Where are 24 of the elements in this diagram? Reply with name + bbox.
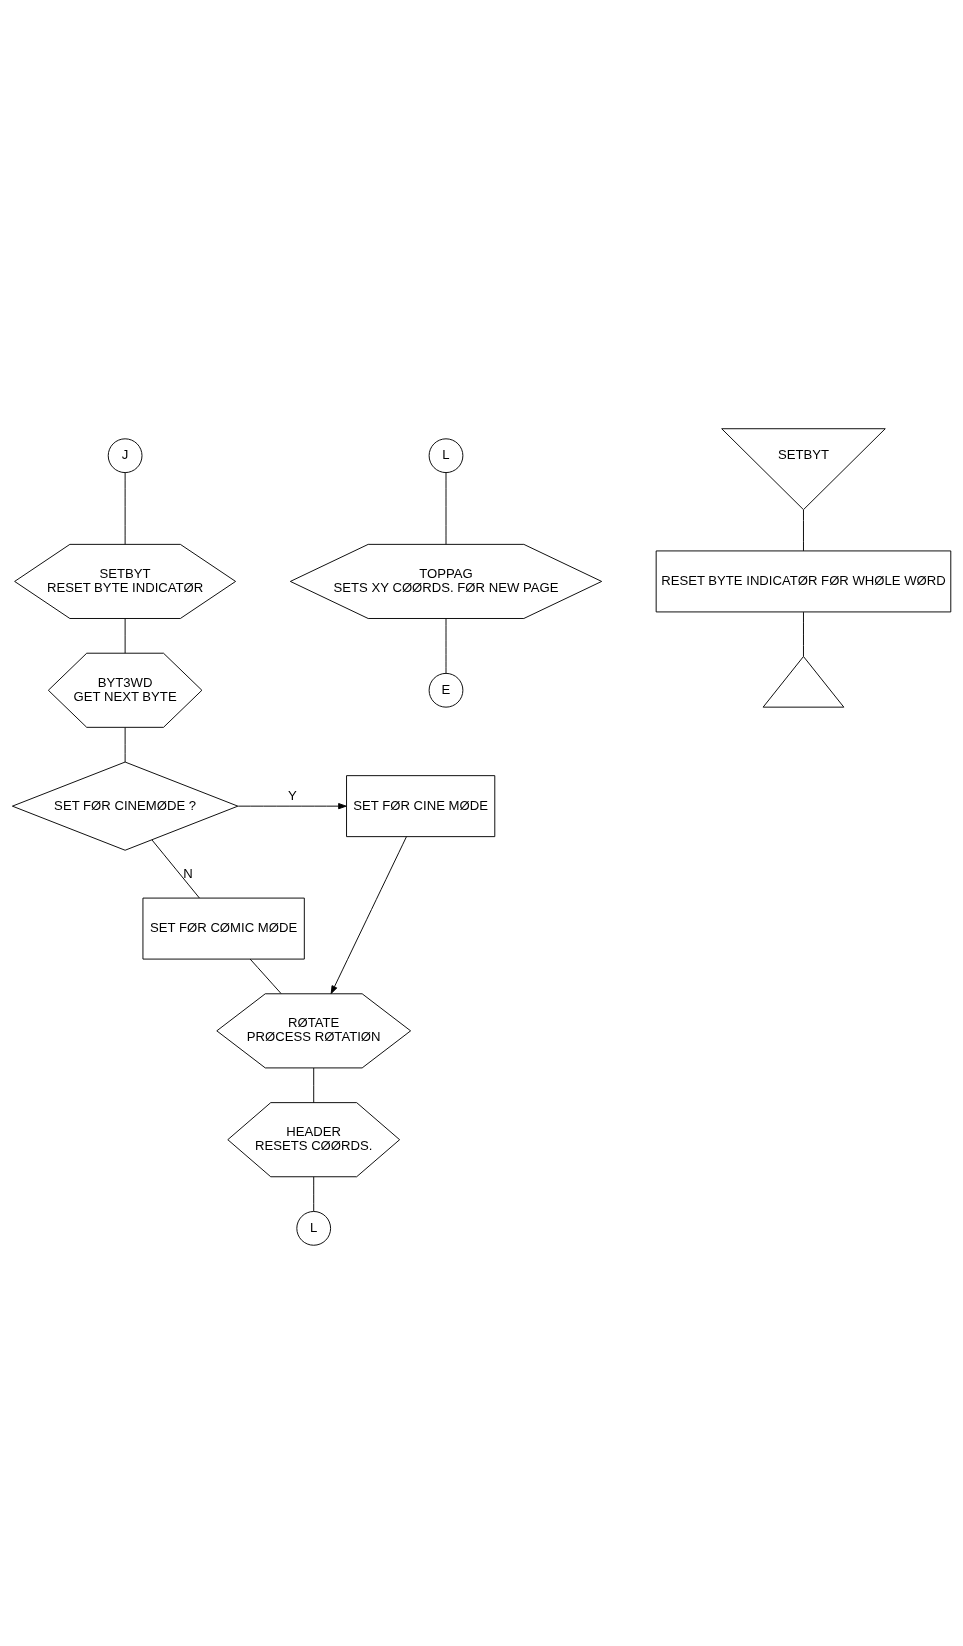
connector xyxy=(445,617,447,674)
connector xyxy=(151,839,200,898)
node-triangle xyxy=(762,655,845,708)
connector xyxy=(803,508,804,551)
node-box: SET FØR CINE MØDE xyxy=(346,774,496,837)
edge-label: N xyxy=(183,865,193,881)
connector xyxy=(445,471,447,545)
node-circle: L xyxy=(296,1210,332,1246)
node-diamond: SET FØR CINEMØDE ? xyxy=(11,761,239,851)
connector xyxy=(803,611,804,657)
connector xyxy=(249,958,282,994)
connector xyxy=(313,1175,315,1212)
connector xyxy=(313,1067,315,1103)
arrow xyxy=(330,835,407,994)
node-box: RESET BYTE INDICATØR FØR WHØLE WØRD xyxy=(655,549,952,612)
connector xyxy=(124,726,126,762)
node-circle: E xyxy=(428,672,464,708)
connector xyxy=(124,617,126,654)
node-box: SET FØR CØMIC MØDE xyxy=(142,897,305,960)
node-circle: L xyxy=(428,437,464,473)
connector xyxy=(124,471,126,545)
node-circle: J xyxy=(107,437,143,473)
arrow xyxy=(237,802,347,809)
edge-label: Y xyxy=(287,787,297,803)
